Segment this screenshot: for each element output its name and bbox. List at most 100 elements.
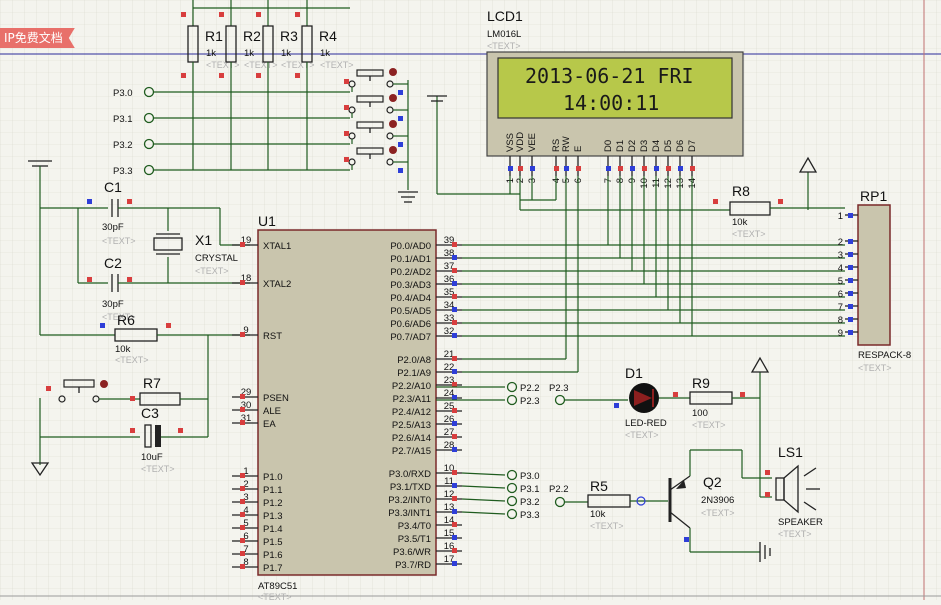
mcu-pin-name: P1.1 — [263, 485, 283, 496]
lcd-module[interactable]: 2013-06-21 FRI 14:00:11 LCD1 LM016L <TEX… — [486, 8, 744, 189]
mcu-pin-name: P1.3 — [263, 511, 283, 522]
ls1-tag: <TEXT> — [778, 529, 812, 539]
mcu-pin-name: P3.2/INT0 — [388, 495, 431, 506]
q2-model: 2N3906 — [701, 495, 734, 506]
lcd-pin-marker — [642, 166, 647, 171]
lcd-text-tag: <TEXT> — [487, 41, 521, 51]
mcu-pin-number: 12 — [444, 489, 455, 500]
mcu-pin-name: P2.7/A15 — [392, 446, 431, 457]
mcu-pin-name: P2.3/A11 — [393, 394, 431, 405]
x1-tag: <TEXT> — [195, 266, 229, 276]
r8-tag: <TEXT> — [732, 229, 766, 239]
mcu-pin-name: P1.2 — [263, 498, 283, 509]
mcu-pin-number: 17 — [444, 554, 455, 565]
ls1-ref: LS1 — [778, 444, 803, 460]
lcd-pin-label: D4 — [651, 140, 662, 152]
r9-ref: R9 — [692, 375, 710, 391]
mcu-pin-name: P1.7 — [263, 563, 283, 574]
rp1-pin-number: 3 — [838, 250, 843, 261]
pullup-ref: R4 — [319, 28, 337, 44]
mcu-pin-name: P0.6/AD6 — [390, 319, 431, 330]
mcu-pin-name: P2.1/A9 — [397, 368, 431, 379]
mcu-pin-number: 28 — [444, 440, 455, 451]
oscillator-section[interactable]: C1 30pF <TEXT> C2 30pF <TEXT> X1 CRYSTAL… — [28, 160, 250, 335]
mcu-pin-number: 3 — [243, 492, 248, 503]
mcu-pin-name: P1.0 — [263, 472, 283, 483]
lcd-pin-label: RW — [561, 136, 572, 152]
rp1-pin-number: 2 — [838, 237, 843, 248]
mcu-pin-number: 4 — [243, 505, 248, 516]
pullup-value: 1k — [320, 48, 330, 59]
lcd-pin-label: D2 — [627, 140, 638, 152]
output-section[interactable]: P2.2 P2.3 P2.3 D1 LED-RED <TEXT> R9 100 … — [436, 356, 823, 562]
r5-ref: R5 — [590, 478, 608, 494]
mcu-pin-name: P0.2/AD2 — [390, 267, 431, 278]
mcu-pin-name: P3.0/RXD — [389, 469, 431, 480]
c2-tag: <TEXT> — [102, 312, 136, 322]
lcd-pin-label: E — [573, 146, 584, 152]
pullup-tag: <TEXT> — [206, 60, 240, 70]
rp1-pin-number: 7 — [838, 302, 843, 313]
mcu-pin-number: 14 — [444, 515, 455, 526]
mcu-pin-name: P1.6 — [263, 550, 283, 561]
mcu-chip[interactable]: U1 AT89C51 <TEXT> 19XTAL118XTAL29RST29PS… — [232, 213, 462, 602]
r8-ref: R8 — [732, 183, 750, 199]
p3-terminal — [506, 508, 518, 520]
lcd-pin-marker — [554, 166, 559, 171]
rp1-ref: RP1 — [860, 188, 887, 204]
p3-port-outputs: P3.0P3.1P3.2P3.3 — [461, 469, 540, 521]
mcu-pin-name: XTAL1 — [263, 241, 291, 252]
mcu-pin-number: 10 — [444, 463, 455, 474]
mcu-pin-number: 16 — [444, 541, 455, 552]
rp1-pin-number: 4 — [838, 263, 843, 274]
q2-tag: <TEXT> — [701, 508, 735, 518]
lcd-pin-label: D7 — [687, 140, 698, 152]
rp1-section[interactable]: R8 10k <TEXT> RP1 RESPACK-8 <TEXT> 12345… — [520, 156, 911, 373]
lcd-screen — [497, 57, 733, 119]
r6-tag: <TEXT> — [115, 355, 149, 365]
mcu-pin-name: XTAL2 — [263, 279, 291, 290]
mcu-pin-number: 19 — [241, 235, 252, 246]
pullup-tag: <TEXT> — [244, 60, 278, 70]
net-p23-right: P2.3 — [549, 383, 569, 394]
key-port-label: P3.0 — [113, 88, 133, 99]
lcd-pin-label: VEE — [527, 133, 538, 152]
mcu-ref: U1 — [258, 213, 276, 229]
c1-tag: <TEXT> — [102, 236, 136, 246]
mcu-pin-number: 30 — [241, 400, 252, 411]
key-port-terminal — [143, 164, 155, 176]
lcd-pin-label: D0 — [603, 140, 614, 152]
pullup-tag: <TEXT> — [320, 60, 354, 70]
ls1-model: SPEAKER — [778, 517, 823, 528]
mcu-right-pins: 39P0.0/AD038P0.1/AD137P0.2/AD236P0.3/AD3… — [388, 235, 462, 571]
reset-section[interactable]: R6 10k <TEXT> R7 C3 10uF <TEXT> — [30, 312, 250, 477]
key-port-label: P3.2 — [113, 140, 133, 151]
mcu-pin-name: P3.1/TXD — [390, 482, 431, 493]
mcu-pin-name: P3.6/WR — [393, 547, 431, 558]
rp1-pin-number: 8 — [838, 315, 843, 326]
ground-top-right — [398, 80, 520, 203]
pullup-value: 1k — [206, 48, 216, 59]
mcu-pin-number: 37 — [444, 261, 455, 272]
r5-tag: <TEXT> — [590, 521, 624, 531]
mcu-model: AT89C51 — [258, 581, 297, 592]
watermark-badge: IP免费文档 — [0, 28, 75, 48]
r6-ref: R6 — [117, 312, 135, 328]
rp1-model: RESPACK-8 — [858, 350, 911, 361]
p3-net-label: P3.0 — [520, 471, 540, 482]
key-rows[interactable]: P3.0P3.1P3.2P3.3 — [113, 68, 408, 177]
mcu-pin-name: PSEN — [263, 393, 289, 404]
pullup-ref: R3 — [280, 28, 298, 44]
c3-value: 10uF — [141, 452, 163, 463]
mcu-pin-number: 23 — [444, 375, 455, 386]
rp1-pin-number: 1 — [838, 211, 843, 222]
rp1-pin-number: 9 — [838, 328, 843, 339]
lcd-line-1: 2013-06-21 FRI — [525, 64, 694, 88]
mcu-pin-name: P3.5/T1 — [398, 534, 431, 545]
mcu-pin-number: 26 — [444, 414, 455, 425]
